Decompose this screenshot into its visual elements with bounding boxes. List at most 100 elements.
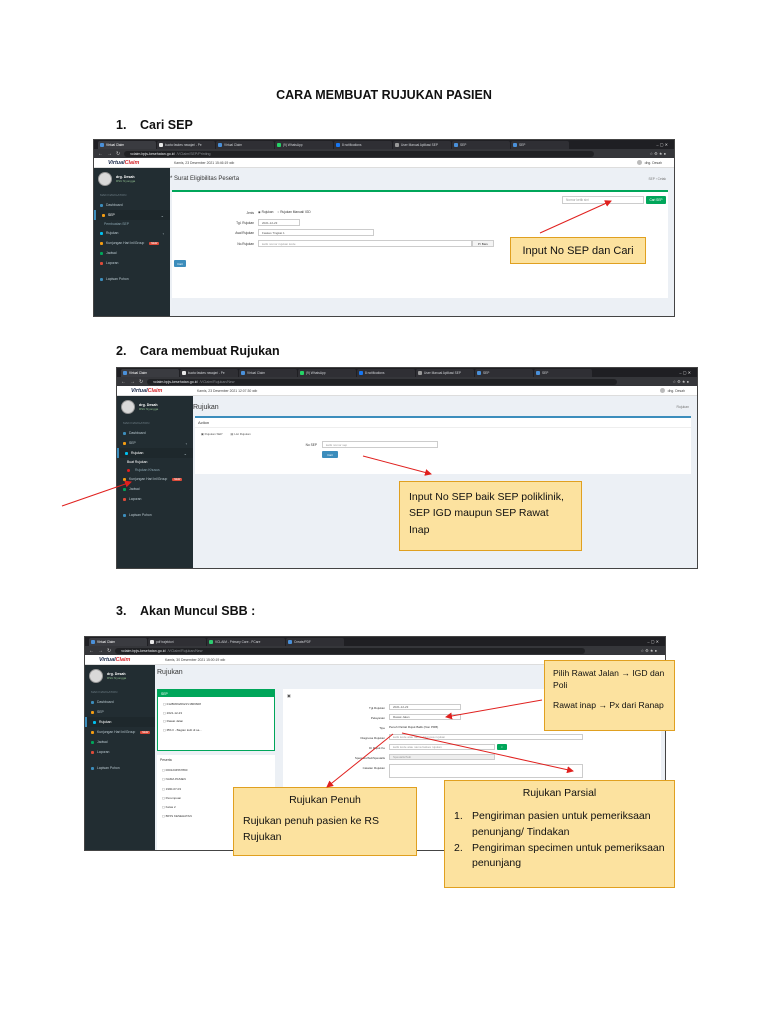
list-text: Pengiriman pasien untuk pemeriksaan penu… bbox=[472, 810, 651, 838]
browser-tab[interactable]: SEP bbox=[511, 140, 569, 149]
window-controls[interactable]: – ▢ ✕ bbox=[679, 370, 691, 375]
address-bar[interactable]: vclaim.bpjs-kesehatan.go.id/VClaim/Rujuk… bbox=[115, 647, 586, 654]
sidebar-item-sep[interactable]: SEP bbox=[85, 707, 155, 717]
browser-tab[interactable]: Virtual Claim bbox=[121, 368, 179, 377]
vclaim-logo: VirtualClaim bbox=[117, 388, 193, 394]
sep-search-input[interactable]: Nomor ketik sini bbox=[562, 196, 644, 204]
reload-icon[interactable]: ↻ bbox=[139, 378, 144, 385]
catatan-textarea[interactable] bbox=[389, 764, 583, 778]
browser-tab[interactable]: Virtual Claim bbox=[89, 637, 147, 646]
callout-title: Rujukan Penuh bbox=[289, 794, 361, 806]
no-sep-input[interactable]: ketik nomor sep bbox=[322, 441, 438, 448]
sidebar-item-dashboard[interactable]: Dashboard bbox=[85, 697, 155, 707]
tgl-rujukan-field[interactable]: 2021-12-23 bbox=[389, 704, 461, 710]
browser-tab[interactable]: (9) WhatsApp bbox=[275, 140, 333, 149]
tgl-rujukan-field[interactable]: 2021-12-23 bbox=[258, 219, 300, 226]
sidebar-item-rujukan[interactable]: Rujukan⌄ bbox=[117, 448, 193, 458]
sidebar-item-jadwal[interactable]: Jadwal bbox=[94, 248, 170, 258]
forward-icon[interactable]: → bbox=[107, 150, 112, 157]
tab-list-rujukan[interactable]: ▤ List Rujukan bbox=[230, 432, 251, 436]
back-icon[interactable]: ← bbox=[98, 150, 103, 157]
sidebar-item-laporan[interactable]: Laporan bbox=[94, 258, 170, 268]
panel-title: Action bbox=[195, 418, 691, 428]
asal-rujukan-select[interactable]: Faskes Tingkat 1 bbox=[258, 229, 374, 236]
sidebar-item-dashboard[interactable]: Dashboard bbox=[94, 200, 170, 210]
browser-tab[interactable]: pdf trajektori bbox=[148, 637, 206, 646]
browser-tab[interactable]: 8 notifications bbox=[357, 368, 415, 377]
sidebar-item-label: Rujukan Khusus bbox=[135, 468, 160, 472]
sidebar-item-label: Dashboard bbox=[97, 700, 114, 704]
forward-icon[interactable]: → bbox=[130, 378, 135, 385]
cari-sep-button[interactable]: Cari SEP bbox=[646, 196, 666, 204]
sidebar-item-buat-rujukan[interactable]: Buat Rujukan bbox=[117, 458, 193, 466]
browser-tab[interactable]: VCLAIM - Primary Care - PCare bbox=[207, 637, 285, 646]
browser-tab[interactable]: Virtual Claim bbox=[216, 140, 274, 149]
search-icon[interactable]: ⌕ bbox=[497, 744, 507, 750]
sidebar-item-jadwal[interactable]: Jadwal bbox=[117, 484, 193, 494]
spesialis-field[interactable]: Spesialis/Sub bbox=[389, 754, 495, 760]
sidebar-item-rujukan[interactable]: Rujukan‹ bbox=[94, 228, 170, 238]
forward-icon[interactable]: → bbox=[98, 647, 103, 654]
sidebar-item-rujukan[interactable]: Rujukan bbox=[85, 717, 155, 727]
sidebar-item-jadwal[interactable]: Jadwal bbox=[85, 737, 155, 747]
tipe-radio-group[interactable]: Penuh Partial Rujuk Balik (Non PRB) bbox=[389, 725, 439, 729]
form-toggle-icon[interactable]: ▣ bbox=[287, 693, 291, 698]
browser-tab[interactable]: User Manual Aplikasi SEP bbox=[393, 140, 451, 149]
tab-rujukan-sep[interactable]: ▣ Rujukan SEP bbox=[201, 432, 223, 436]
sidebar-item-pembuatan-sep[interactable]: Pembuatan SEP bbox=[94, 220, 170, 228]
back-icon[interactable]: ← bbox=[121, 378, 126, 385]
tab-label: Create/PDF bbox=[294, 639, 311, 644]
sidebar-item-lapisan[interactable]: Lapisan Pohon bbox=[94, 274, 170, 284]
radio-rujukan[interactable]: ◉ Rujukan bbox=[258, 210, 274, 214]
sidebar-item-lapisan[interactable]: Lapisan Pohon bbox=[117, 510, 193, 520]
sidebar-item-sep[interactable]: SEP‹ bbox=[117, 438, 193, 448]
browser-tab[interactable]: SEP bbox=[452, 140, 510, 149]
cari-button[interactable]: Cari bbox=[174, 260, 186, 267]
tab-favicon-icon bbox=[288, 639, 292, 644]
browser-tab[interactable]: Create/PDF bbox=[286, 637, 344, 646]
dirujuk-ke-input[interactable]: ketik kode atau nama faskes rujukan bbox=[389, 744, 495, 750]
user-menu[interactable]: dhg. Desah bbox=[636, 160, 674, 165]
jadwal-icon bbox=[91, 740, 94, 744]
pelayanan-select[interactable]: Rawat Jalan bbox=[389, 714, 461, 720]
back-icon[interactable]: ← bbox=[89, 647, 94, 654]
reload-icon[interactable]: ↻ bbox=[116, 150, 121, 157]
no-rujukan-input[interactable]: ketik nomor rujukan kode bbox=[258, 240, 472, 247]
sidebar-item-rujukan-khusus[interactable]: Rujukan Khusus bbox=[117, 466, 193, 474]
address-bar[interactable]: vclaim.bpjs-kesehatan.go.id/VClaim/Rujuk… bbox=[147, 378, 618, 385]
sidebar-item-lapisan[interactable]: Lapisan Pohon bbox=[85, 763, 155, 773]
baru-button[interactable]: Pr Baru bbox=[472, 240, 494, 247]
user-menu[interactable]: dhg. Desah bbox=[659, 388, 697, 393]
browser-tab[interactable]: kuota faskes rawajari - Pe bbox=[157, 140, 215, 149]
cari-button[interactable]: Cari bbox=[322, 451, 338, 458]
browser-tab[interactable]: Virtual Claim bbox=[98, 140, 156, 149]
tab-label: List Rujukan bbox=[234, 432, 251, 436]
browser-extension-icons[interactable]: ☆ ⚙ ★ ● bbox=[649, 151, 666, 156]
browser-extension-icons[interactable]: ☆ ⚙ ★ ● bbox=[672, 379, 689, 384]
browser-tab[interactable]: SEP bbox=[475, 368, 533, 377]
sidebar-item-laporan[interactable]: Laporan bbox=[85, 747, 155, 757]
address-bar[interactable]: vclaim.bpjs-kesehatan.go.id/VClaim/SEP/P… bbox=[124, 150, 595, 157]
sidebar-item-label: SEP bbox=[129, 441, 136, 445]
window-controls[interactable]: – ▢ ✕ bbox=[656, 142, 668, 147]
browser-tab[interactable]: 8 notifications bbox=[334, 140, 392, 149]
browser-extension-icons[interactable]: ☆ ⚙ ★ ● bbox=[640, 648, 657, 653]
browser-tab[interactable]: User Manual Aplikasi SEP bbox=[416, 368, 474, 377]
browser-tab[interactable]: kuota faskes rawajari - Pe bbox=[180, 368, 238, 377]
sidebar-item-label: Lapisan Pohon bbox=[97, 766, 120, 770]
browser-tab[interactable]: (9) WhatsApp bbox=[298, 368, 356, 377]
reload-icon[interactable]: ↻ bbox=[107, 647, 112, 654]
callout-body: Rujukan penuh pasien ke RS Rujukan bbox=[243, 815, 380, 843]
sidebar-item-dashboard[interactable]: Dashboard bbox=[117, 428, 193, 438]
browser-tab[interactable]: Virtual Claim bbox=[239, 368, 297, 377]
sidebar-item-sep[interactable]: SEP⌄ bbox=[94, 210, 170, 220]
window-controls[interactable]: – ▢ ✕ bbox=[647, 639, 659, 644]
diagnosa-input[interactable]: ketik kode atau nama diagnosa rujukan bbox=[389, 734, 583, 740]
sidebar-item-laporan[interactable]: Laporan bbox=[117, 494, 193, 504]
browser-tab[interactable]: SEP bbox=[534, 368, 592, 377]
radio-rujukan-manual[interactable]: ○ Rujukan Manual/ IGD bbox=[277, 210, 311, 214]
